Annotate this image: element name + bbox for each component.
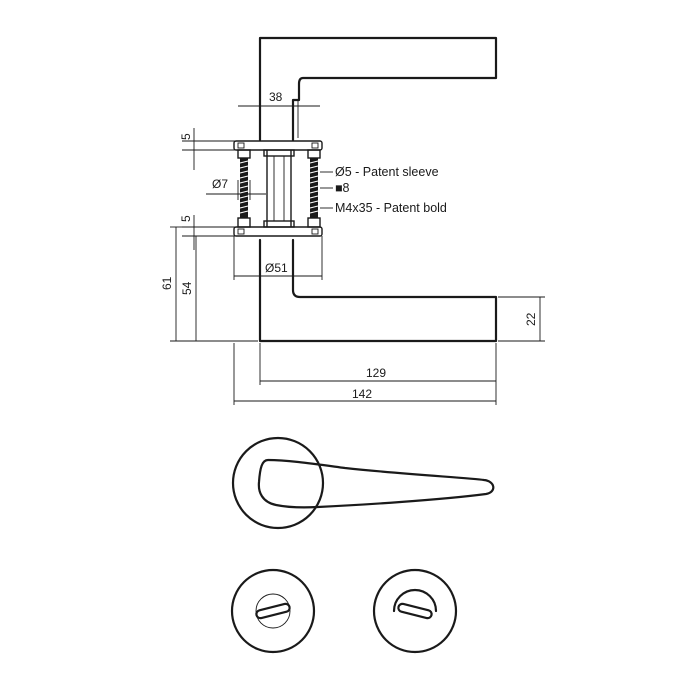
dim-54-label: 54 bbox=[180, 281, 194, 295]
dim-7-label: Ø7 bbox=[212, 177, 228, 191]
rose-assembly bbox=[233, 140, 323, 237]
front-view-lever bbox=[231, 436, 495, 530]
dim-38-label: 38 bbox=[269, 90, 283, 104]
dim-129-label: 129 bbox=[366, 366, 386, 380]
dim-5-bottom-label: 5 bbox=[179, 215, 193, 222]
dim-22-label: 22 bbox=[524, 312, 538, 326]
dim-142-label: 142 bbox=[352, 387, 372, 401]
right-escutcheon bbox=[372, 568, 458, 654]
lower-lever-outline bbox=[258, 238, 498, 343]
patent-bold-note: M4x35 - Patent bold bbox=[335, 201, 447, 215]
dimension-lines bbox=[170, 100, 545, 405]
dim-61-label: 61 bbox=[160, 276, 174, 290]
left-escutcheon bbox=[230, 568, 316, 654]
dim-51-label: Ø51 bbox=[265, 261, 288, 275]
upper-lever-outline bbox=[258, 36, 498, 142]
dim-5-top-label: 5 bbox=[179, 133, 193, 140]
patent-sleeve-note: Ø5 - Patent sleeve bbox=[335, 165, 439, 179]
square-8-note: ■8 bbox=[335, 181, 350, 195]
